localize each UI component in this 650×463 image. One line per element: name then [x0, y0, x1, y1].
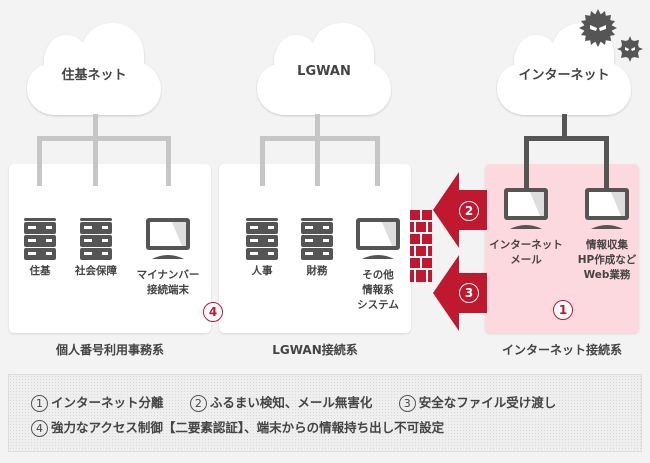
zone-title: インターネット接続系: [501, 343, 622, 357]
monitor-icon: [585, 188, 629, 229]
zone-title: LGWAN接続系: [272, 343, 358, 357]
legend-text: ふるまい検知、メール無害化: [209, 395, 373, 410]
legend-number: 4: [31, 420, 48, 437]
zone-title: 個人番号利用事務系: [55, 343, 164, 357]
connector-line: [93, 114, 98, 138]
device-finance: 財務: [277, 218, 357, 279]
connector-line: [166, 136, 171, 186]
legend-text: インターネット分離: [51, 395, 164, 410]
arrow-number: 2: [459, 201, 479, 221]
device-personnel: 人事: [222, 218, 302, 279]
connector-line: [375, 164, 380, 186]
connector-line: [93, 164, 98, 186]
device-label: インターネット メール: [489, 239, 563, 266]
device-label: 財務: [306, 265, 328, 277]
device-label: 社会保障: [75, 265, 117, 277]
device-label: 情報収集 HP作成など Web業務: [577, 239, 637, 281]
server-icon: [80, 218, 112, 260]
connector-line: [524, 136, 529, 191]
device-web-work: 情報収集 HP作成など Web業務: [567, 188, 647, 283]
cloud-shape-icon: [27, 23, 161, 115]
legend-number: 1: [31, 395, 48, 412]
connector-line: [260, 136, 265, 186]
monitor-icon: [356, 218, 400, 259]
legend-number: 2: [189, 395, 207, 412]
cloud-lgwan: LGWAN: [256, 22, 392, 115]
virus-icon: [579, 9, 643, 62]
device-mynumber-terminal: マイナンバー 接続端末: [128, 218, 208, 298]
arrow-number: 3: [459, 283, 479, 303]
connector-line: [37, 136, 42, 186]
server-icon: [24, 218, 56, 260]
connector-line: [315, 114, 320, 138]
cloud-shape-icon: [257, 23, 391, 115]
badge-internet-separation: 1: [553, 300, 573, 320]
legend-text: 安全なファイル受け渡し: [418, 395, 557, 410]
badge-access-control: 4: [203, 302, 223, 322]
connector-line: [93, 136, 98, 186]
connector-line: [37, 136, 171, 141]
connector-line: [562, 114, 567, 138]
device-label: マイナンバー 接続端末: [136, 269, 200, 296]
connector-line: [315, 136, 320, 186]
cloud-label: インターネット: [518, 68, 610, 83]
device-other-systems: その他 情報系 システム: [338, 218, 418, 313]
cloud-label: 住基ネット: [61, 68, 127, 83]
connector-line: [604, 136, 609, 191]
connector-line: [524, 136, 609, 141]
device-internet-mail: インターネット メール: [486, 188, 566, 268]
monitor-icon: [504, 188, 548, 229]
device-label: 人事: [251, 265, 273, 277]
legend-text: 強力なアクセス制御【二要素認証】、端末からの情報持ち出し不可設定: [51, 420, 445, 435]
firewall-icon: [410, 210, 432, 282]
server-icon: [301, 218, 333, 260]
cloud-label: LGWAN: [297, 64, 351, 79]
device-label: 住基: [29, 265, 51, 277]
server-icon: [246, 218, 278, 260]
legend-number: 3: [398, 395, 416, 412]
device-juki: 住基: [0, 218, 80, 279]
connector-line: [260, 164, 265, 186]
device-social-security: 社会保障: [56, 218, 136, 279]
connector-line: [166, 164, 171, 186]
cloud-juki-net: 住基ネット: [26, 22, 162, 115]
connector-line: [375, 136, 380, 186]
monitor-icon: [146, 218, 190, 259]
connector-line: [315, 164, 320, 186]
connector-line: [37, 164, 42, 186]
device-label: その他 情報系 システム: [357, 269, 399, 311]
